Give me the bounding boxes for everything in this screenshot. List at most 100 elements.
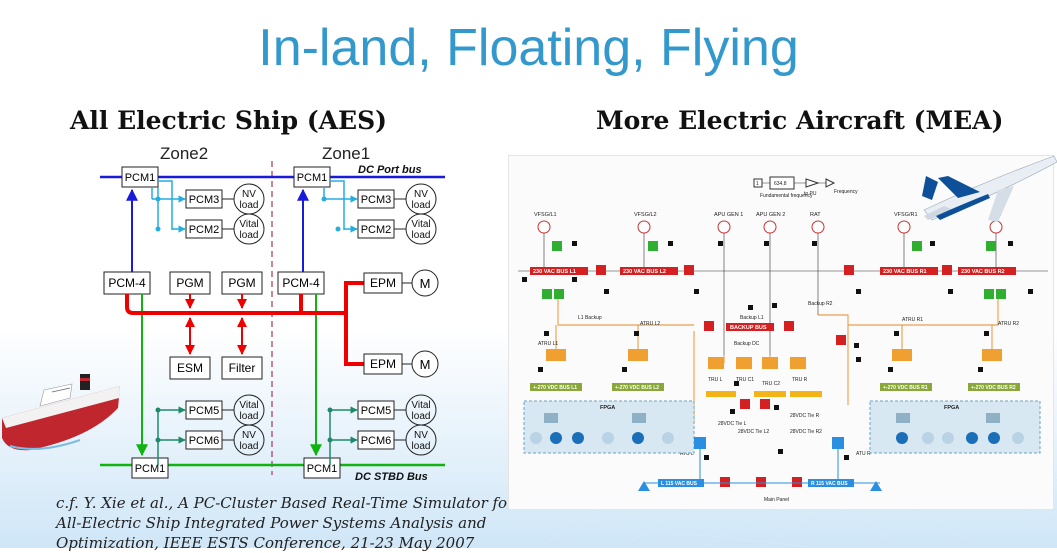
- epm-label: EPM: [370, 276, 396, 290]
- motor-icon: [411, 350, 439, 378]
- dc-bus-label: +-270 VDC BUS R1: [883, 385, 928, 391]
- load-type-label: NV: [414, 189, 428, 200]
- pcm3-label: PCM3: [189, 194, 220, 206]
- aircraft-power-model: 1 634.8 Fundamental frequency to PU Freq…: [508, 155, 1054, 510]
- pgm-label: PGM: [176, 276, 203, 290]
- tru-label: TRU L: [708, 377, 723, 383]
- nv-load-icon: [233, 424, 265, 456]
- frequency-label: Frequency: [834, 189, 858, 195]
- pcm1-top-left: [121, 166, 159, 188]
- pgm-label: PGM: [228, 276, 255, 290]
- pcm6-label: PCM6: [361, 435, 392, 447]
- ship-illustration: [2, 374, 120, 451]
- tru-label: TRU C2: [762, 381, 780, 387]
- pcm2-label: PCM2: [361, 224, 392, 236]
- zone1-label: Zone1: [322, 144, 370, 163]
- ship-power-diagram: Zone2 Zone1 DC Port bus DC STBD Bus PCM1…: [100, 144, 445, 483]
- dc28-label: 28VDC Tie L: [718, 421, 747, 427]
- load-type-label: Vital: [411, 400, 430, 411]
- atru-label: ATRU L2: [640, 321, 660, 327]
- load-type-label: NV: [414, 430, 428, 441]
- atu-label: ATU R: [856, 451, 871, 457]
- generator-icon: [717, 220, 731, 234]
- generator-icon: [537, 220, 551, 234]
- atu-label: ATU L: [680, 451, 694, 457]
- ac115-label: L 115 VAC BUS: [661, 481, 698, 487]
- tru-label: TRU R: [792, 377, 808, 383]
- backup-label: Backup L1: [740, 315, 764, 321]
- dc28-label: 28VDC Tie R: [790, 413, 820, 419]
- dc-stbd-bus-label: DC STBD Bus: [355, 471, 428, 483]
- atu-block: [832, 437, 844, 449]
- atru-block: [892, 349, 912, 361]
- pcm4-label: PCM-4: [108, 276, 146, 290]
- atu-block: [694, 437, 706, 449]
- fpga-panel-right: [869, 400, 1041, 454]
- pcm1-label: PCM1: [297, 172, 328, 184]
- backup-label: Backup DC: [734, 341, 760, 347]
- to-pu-label: to PU: [804, 191, 817, 197]
- right-subtitle: More Electric Aircraft (MEA): [596, 106, 1004, 135]
- atru-label: ATRU L1: [538, 341, 558, 347]
- vital-load-icon: [405, 213, 437, 245]
- fundamental-label: Fundamental frequency: [760, 193, 813, 199]
- pcm5-label: PCM5: [361, 405, 392, 417]
- generator-icon: [637, 220, 651, 234]
- fpga-label: FPGA: [600, 405, 615, 411]
- esm-box: [169, 356, 211, 380]
- gen-label: APU GEN 1: [714, 212, 743, 218]
- load-label: load: [240, 441, 259, 452]
- dc-port-bus-label: DC Port bus: [358, 164, 422, 176]
- ac115-label: R 115 VAC BUS: [811, 481, 848, 487]
- pcm6-label: PCM6: [189, 435, 220, 447]
- const-one: 1: [756, 181, 759, 187]
- tru-label: TRU C1: [736, 377, 754, 383]
- vital-load-icon: [233, 213, 265, 245]
- zone2-label: Zone2: [160, 144, 208, 163]
- load-type-label: NV: [242, 189, 256, 200]
- airplane-illustration: [922, 155, 1057, 222]
- backup-label: L1 Backup: [578, 315, 602, 321]
- load-type-label: Vital: [411, 219, 430, 230]
- atru-block: [628, 349, 648, 361]
- pcm1-top-right: [293, 166, 331, 188]
- bus-label: 230 VAC BUS L1: [533, 269, 576, 275]
- pcm1-bottom-left: [131, 457, 169, 479]
- slide-title: In-land, Floating, Flying: [258, 19, 799, 77]
- pcm2-label: PCM2: [189, 224, 220, 236]
- generator-icon: [763, 220, 777, 234]
- backup-label: Backup R2: [808, 301, 833, 307]
- bus-label: 230 VAC BUS R2: [961, 269, 1005, 275]
- pcm1-label: PCM1: [125, 172, 156, 184]
- motor-icon: [411, 269, 439, 297]
- pcm3-label: PCM3: [361, 194, 392, 206]
- dc28-label: 28VDC Tie L2: [738, 429, 769, 435]
- load-label: load: [412, 441, 431, 452]
- atru-label: ATRU R2: [998, 321, 1019, 327]
- dc-bus-label: +-270 VDC BUS R2: [971, 385, 1016, 391]
- esm-label: ESM: [177, 361, 203, 375]
- motor-label: M: [420, 276, 431, 291]
- gen-label: RAT: [810, 212, 821, 218]
- dc-bus-label: +-270 VDC BUS L1: [533, 385, 577, 391]
- fpga-panel-left: [523, 400, 695, 454]
- bus-label: 230 VAC BUS R1: [883, 269, 927, 275]
- load-label: load: [240, 230, 259, 241]
- bus-label: BACKUP BUS: [730, 325, 767, 331]
- atru-label: ATRU R1: [902, 317, 923, 323]
- bus-label: 230 VAC BUS L2: [623, 269, 666, 275]
- generator-icon: [897, 220, 911, 234]
- load-label: load: [412, 200, 431, 211]
- gen-label: VFSG/L2: [634, 212, 657, 218]
- nv-load-icon: [405, 424, 437, 456]
- load-type-label: Vital: [239, 219, 258, 230]
- load-label: load: [240, 411, 259, 422]
- pcm4-label: PCM-4: [282, 276, 320, 290]
- citation-text: c.f. Y. Xie et al., A PC-Cluster Based R…: [56, 494, 515, 552]
- tru-block: [708, 357, 724, 369]
- motor-label: M: [420, 357, 431, 372]
- tru-block: [762, 357, 778, 369]
- gen-label: VFSG/L1: [534, 212, 557, 218]
- tru-block: [736, 357, 752, 369]
- filter-label: Filter: [229, 361, 256, 375]
